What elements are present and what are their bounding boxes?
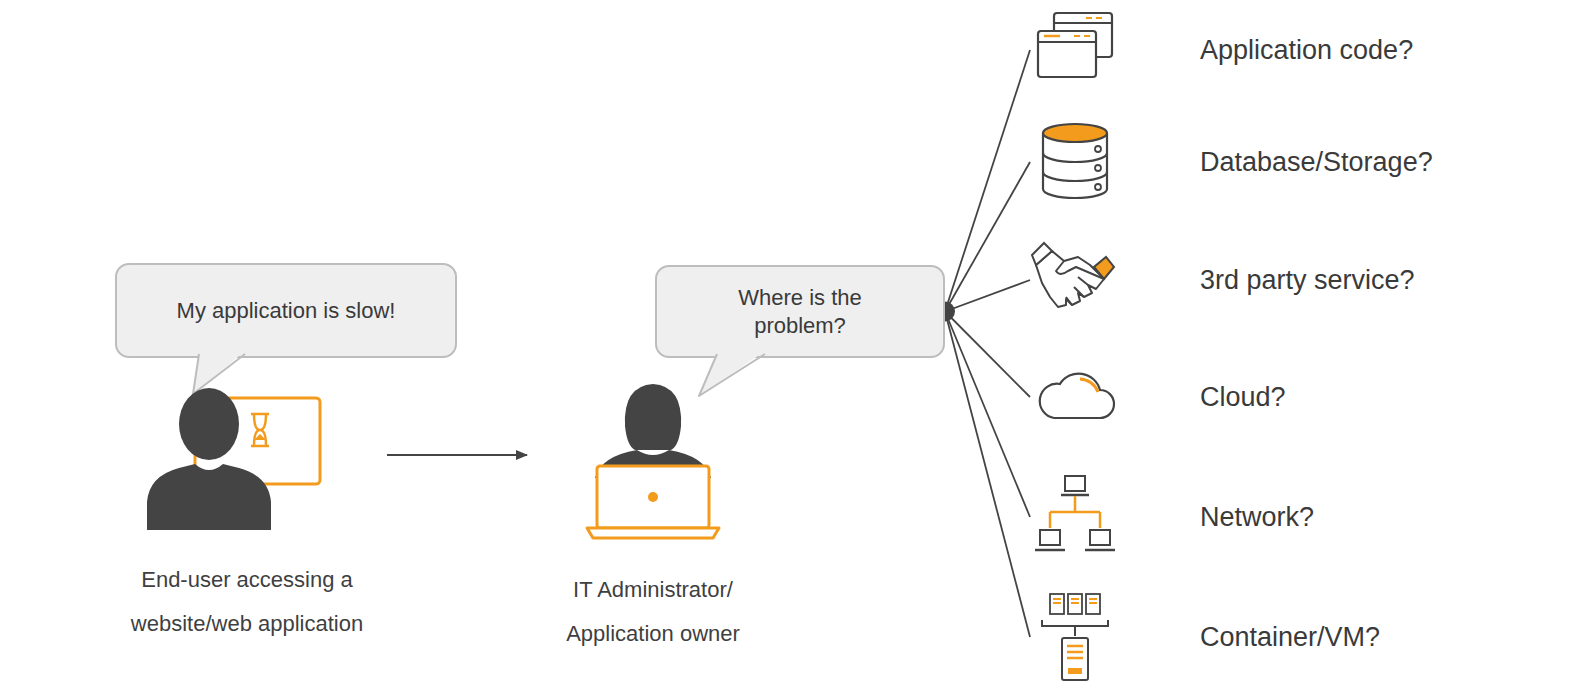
component-item: Container/VM? (1030, 592, 1380, 682)
fan-line (945, 162, 1030, 312)
component-label: Database/Storage? (1200, 147, 1433, 178)
person-illustration (533, 380, 773, 540)
flow-arrow (387, 454, 527, 456)
bubble-tail (657, 354, 797, 404)
component-item: 3rd party service? (1030, 235, 1415, 325)
speech-bubble: Where is the problem? (655, 265, 945, 358)
component-icon (1030, 592, 1120, 682)
fan-line (945, 312, 1030, 518)
component-item: Network? (1030, 472, 1314, 562)
component-label: Container/VM? (1200, 622, 1380, 653)
component-label: Application code? (1200, 35, 1413, 66)
fan-line (945, 312, 1030, 638)
person-figure: End-user accessing a website/web applica… (107, 380, 387, 646)
person-figure: IT Administrator/ Application owner (533, 380, 773, 656)
role-caption: End-user accessing a website/web applica… (107, 558, 387, 646)
component-label: Cloud? (1200, 382, 1286, 413)
component-label: 3rd party service? (1200, 265, 1415, 296)
component-icon (1030, 117, 1120, 207)
component-item: Cloud? (1030, 352, 1286, 442)
person-illustration (137, 380, 337, 530)
bubble-text: My application is slow! (177, 297, 396, 325)
component-icon (1030, 235, 1120, 325)
component-icon (1030, 5, 1120, 95)
component-icon (1030, 472, 1120, 562)
role-caption: IT Administrator/ Application owner (533, 568, 773, 656)
fan-line (945, 312, 1030, 398)
fan-line (945, 280, 1030, 312)
component-icon (1030, 352, 1120, 442)
fan-line (945, 50, 1030, 312)
component-item: Database/Storage? (1030, 117, 1433, 207)
bubble-text: Where is the problem? (710, 284, 890, 340)
component-label: Network? (1200, 502, 1314, 533)
component-item: Application code? (1030, 5, 1413, 95)
speech-bubble: My application is slow! (115, 263, 457, 358)
